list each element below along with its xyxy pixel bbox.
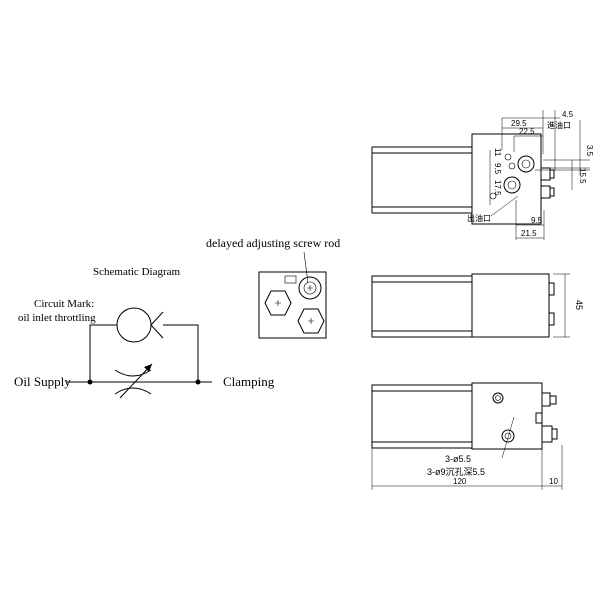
schematic-diagram: Schematic Diagram Circuit Mark: oil inle… <box>14 266 275 399</box>
junction-dot-right <box>195 379 201 385</box>
inlet-port-inner <box>521 159 531 169</box>
bottom-fitting-4 <box>541 425 553 443</box>
dim-21-5: 21.5 <box>521 229 537 238</box>
bottom-fitting-5 <box>551 428 558 440</box>
front-view: 45 <box>371 273 584 338</box>
hole-spec-2: 3-ø9沉孔深5.5 <box>427 467 485 477</box>
hole-spec-1: 3-ø5.5 <box>445 454 471 464</box>
check-valve-seat <box>150 311 164 339</box>
mount-hole-1-inner <box>495 395 501 401</box>
bottom-fitting-1 <box>541 392 551 407</box>
outlet-port-inner <box>507 180 517 190</box>
top-fitting-3 <box>540 185 551 199</box>
front-fitting-1 <box>548 282 555 296</box>
circuit-mark-description: oil inlet throttling <box>18 312 96 324</box>
top-view-cylinder <box>371 146 473 214</box>
end-view-body <box>258 271 327 339</box>
top-fitting-4 <box>549 187 555 197</box>
dim-15-5: 15.5 <box>578 168 587 184</box>
mount-hole-2-inner <box>504 432 512 440</box>
throttle-arrow-head <box>144 364 152 372</box>
dim-9-5-vertical: 9.5 <box>493 163 502 175</box>
dim-length-120: 120 <box>453 477 467 486</box>
inlet-port-label: 進油口 <box>547 120 571 130</box>
screw-slot <box>284 275 297 284</box>
schematic-title: Schematic Diagram <box>93 266 180 278</box>
front-fitting-2 <box>548 312 555 326</box>
top-fitting-2 <box>549 169 555 179</box>
screw-rod-leader <box>303 251 309 284</box>
inlet-port-outer <box>517 155 535 173</box>
circuit-mark-label: Circuit Mark: <box>34 298 94 310</box>
outlet-port-outer <box>503 176 521 194</box>
dim-11: 11 <box>493 148 502 157</box>
screw-rod-label: delayed adjusting screw rod <box>206 236 340 250</box>
oil-supply-label: Oil Supply <box>14 374 71 389</box>
bottom-fitting-3 <box>535 412 543 424</box>
front-view-valve-block <box>471 273 550 338</box>
junction-dot-left <box>87 379 93 385</box>
top-view-dimensions <box>489 110 590 240</box>
dim-22-5: 22.5 <box>519 127 535 136</box>
front-view-cylinder <box>371 275 473 338</box>
adjusting-screw-inner <box>303 281 317 295</box>
hex-plug-left <box>264 290 292 316</box>
outlet-port-label: 出油口 <box>467 213 491 223</box>
bottom-view-cylinder <box>371 384 473 449</box>
clamping-label: Clamping <box>223 374 275 389</box>
dim-3-5: 3.5 <box>585 145 594 157</box>
hex-plug-right-cross <box>308 318 314 324</box>
check-valve-branch <box>89 324 199 382</box>
bottom-view: 3-ø5.5 3-ø9沉孔深5.5 120 10 <box>371 382 563 490</box>
hole-leader <box>501 416 515 459</box>
screw-center-mark <box>307 285 313 291</box>
throttle-symbol <box>114 369 152 395</box>
dim-ext-10: 10 <box>549 477 558 486</box>
dim-height-45: 45 <box>574 300 584 310</box>
hex-plug-right <box>297 308 325 334</box>
check-valve-ball <box>116 307 152 343</box>
bottom-fitting-2 <box>549 395 557 405</box>
mount-hole-1 <box>492 392 504 404</box>
end-view: delayed adjusting screw rod <box>206 236 340 339</box>
dim-17-5: 17.5 <box>493 180 502 196</box>
mount-hole-2 <box>501 429 515 443</box>
hex-plug-left-cross <box>275 300 281 306</box>
small-hole-2 <box>508 162 516 170</box>
dim-29-5: 29.5 <box>511 119 527 128</box>
dim-9-5: 9.5 <box>531 216 543 225</box>
adjusting-screw-outer <box>298 276 322 300</box>
dim-4-5: 4.5 <box>562 110 574 119</box>
top-view: 4.5 29.5 22.5 進油口 3.5 11 9.5 17.5 15.5 出… <box>371 110 594 240</box>
small-hole-1 <box>504 153 512 161</box>
